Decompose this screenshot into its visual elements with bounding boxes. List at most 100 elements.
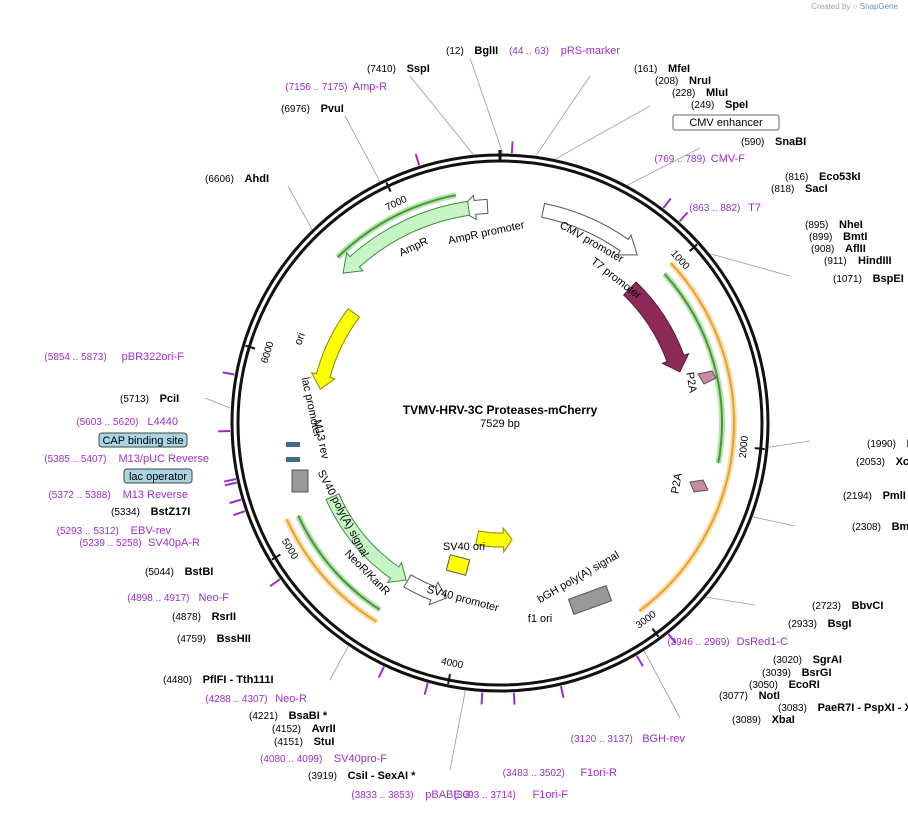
primer-name: Neo-R	[275, 693, 307, 705]
tick-6000	[245, 346, 255, 349]
tick-label-2000: 2000	[738, 435, 751, 459]
site-position: (1071)	[833, 274, 862, 285]
site-name: BsgI	[828, 618, 852, 630]
site-pmli[interactable]: (2194) PmlI	[843, 490, 906, 502]
primer-ebv-rev[interactable]: (5293 .. 5312)EBV-rev	[57, 525, 172, 537]
site-noti[interactable]: (3077)NotI	[719, 690, 780, 702]
site-saci[interactable]: (818) SacI	[771, 183, 828, 195]
primer-f1ori-r[interactable]: (3483 .. 3502)F1ori-R	[503, 767, 617, 779]
site-nhei[interactable]: (895)NheI	[805, 219, 863, 231]
primer-amp-r[interactable]: (7156 .. 7175)Amp-R	[285, 81, 387, 93]
site-position: (5334)	[111, 507, 140, 518]
tick-4000	[448, 674, 450, 684]
site-name: RsrII	[212, 611, 236, 623]
primer-pbr322ori-f[interactable]: (5854 .. 5873)pBR322ori-F	[44, 351, 184, 363]
leader-line	[536, 76, 590, 155]
site-pflfi-tth111i[interactable]: (4480)PflFI - Tth111I	[163, 674, 274, 686]
site-mfei[interactable]: (161)MfeI	[634, 63, 690, 75]
primer-t7[interactable]: (863 .. 882)T7	[689, 202, 761, 214]
primer-m13-reverse[interactable]: (5372 .. 5388)M13 Reverse	[48, 489, 188, 501]
primer-neo-r[interactable]: (4288 .. 4307)Neo-R	[205, 693, 307, 705]
site-bsshii[interactable]: (4759)BssHII	[177, 633, 251, 645]
site-position: (818)	[771, 184, 794, 195]
site-sgrai[interactable]: (3020)SgrAI	[773, 654, 842, 666]
site-bstz17i[interactable]: (5334)BstZ17I	[111, 506, 190, 518]
site-aflii[interactable]: (908)AflII	[811, 243, 866, 255]
site-position: (3077)	[719, 691, 748, 702]
site-snabi[interactable]: (590)SnaBI	[741, 136, 806, 148]
primer-bgh-rev[interactable]: (3120 .. 3137)BGH-rev	[571, 733, 686, 745]
site-position: (4878)	[172, 612, 201, 623]
primer-sv40pro-f[interactable]: (4080 .. 4099)SV40pro-F	[260, 753, 387, 765]
site-bspei[interactable]: (1071)BspEI	[833, 273, 904, 285]
ori-arrow[interactable]	[312, 309, 360, 389]
site-name: SspI	[407, 63, 430, 75]
site-pcii[interactable]: (5713)PciI	[120, 393, 179, 405]
feature-label-sv40ori: SV40 ori	[443, 541, 485, 553]
site-bglii[interactable]: (12)BglII	[446, 45, 498, 57]
primer-range: (863 .. 882)	[689, 203, 740, 214]
site-mlui[interactable]: (228)MluI	[672, 87, 728, 99]
site-bsabi-[interactable]: (4221)BsaBI *	[249, 710, 328, 722]
leader-line	[345, 116, 380, 181]
site-position: (7410)	[367, 64, 396, 75]
site-position: (590)	[741, 137, 764, 148]
site-paer7i-pspxi-xhoi[interactable]: (3083)PaeR7I - PspXI - XhoI	[778, 702, 908, 714]
primer-neo-f[interactable]: (4898 .. 4917)Neo-F	[127, 592, 229, 604]
site-bmti[interactable]: (899)BmtI	[809, 231, 867, 243]
site-bmgbi[interactable]: (2308)BmgBI	[852, 521, 908, 533]
lac-operator-box[interactable]: lac operator	[124, 469, 192, 483]
site-xcmi[interactable]: (2053)XcmI	[856, 456, 908, 468]
site-bbvci[interactable]: (2723)BbvCI	[812, 600, 883, 612]
primer-l4440[interactable]: (5603 .. 5620)L4440	[76, 416, 178, 428]
primer-sv40pa-r[interactable]: (5239 .. 5258)SV40pA-R	[79, 537, 200, 549]
site-name: BssHII	[217, 633, 251, 645]
site-ppumi-[interactable]: (1990)PpuMI *	[867, 438, 908, 450]
site-name: AvrII	[312, 723, 336, 735]
site-position: (249)	[691, 100, 714, 111]
primer-prs-marker[interactable]: (44 .. 63)pRS-marker	[509, 45, 620, 57]
primer-name: F1ori-R	[580, 767, 617, 779]
primer-range: (5854 .. 5873)	[44, 352, 106, 363]
site-spei[interactable]: (249)SpeI	[691, 99, 748, 111]
sv40-ori-block[interactable]	[446, 555, 469, 576]
site-pvui[interactable]: (6976)PvuI	[281, 103, 344, 115]
site-eco53ki[interactable]: (816)Eco53kI	[785, 171, 861, 183]
p2a-marker-1[interactable]	[698, 371, 716, 384]
site-name: SacI	[805, 183, 828, 195]
site-stui[interactable]: (4151)StuI	[274, 736, 334, 748]
site-nrui[interactable]: (208)NruI	[655, 75, 711, 87]
site-xbai[interactable]: (3089)XbaI	[732, 714, 795, 726]
sv40-polya-block[interactable]	[292, 470, 308, 492]
primer-name: Amp-R	[353, 81, 387, 93]
primer-dsred1-c[interactable]: (2946 .. 2969)DsRed1-C	[667, 636, 788, 648]
cmv-enhancer-box[interactable]: CMV enhancer	[673, 115, 779, 130]
site-name: PmlI	[883, 490, 906, 502]
primer-mark	[224, 479, 236, 481]
site-csii-sexai-[interactable]: (3919)CsiI - SexAI *	[308, 770, 416, 782]
cmv-enhancer-label: CMV enhancer	[689, 117, 763, 129]
site-hindiii[interactable]: (911)HindIII	[824, 255, 892, 267]
primer-cmv-f[interactable]: (769 .. 789)CMV-F	[654, 153, 745, 165]
feature-label-ampr_promoter: AmpR promoter	[447, 219, 526, 247]
site-name: BsaBI *	[289, 710, 328, 722]
cap-site-mark	[286, 442, 300, 447]
p2a-marker-2[interactable]	[690, 480, 708, 492]
site-rsrii[interactable]: (4878) RsrII	[172, 611, 236, 623]
site-bstbi[interactable]: (5044)BstBI	[145, 566, 213, 578]
site-name: AhdI	[245, 173, 269, 185]
site-name: AflII	[845, 243, 866, 255]
site-bsrgi[interactable]: (3039)BsrGI	[762, 667, 832, 679]
primer-f1ori-f[interactable]: (3693 .. 3714)F1ori-F	[454, 789, 569, 801]
site-ahdi[interactable]: (6606)AhdI	[205, 173, 269, 185]
site-bsgi[interactable]: (2933)BsgI	[788, 618, 851, 630]
primer-mark	[230, 500, 242, 503]
site-position: (2194)	[843, 491, 872, 502]
bgh-polya-block[interactable]	[568, 586, 611, 615]
cap-binding-site-box[interactable]: CAP binding site	[99, 433, 187, 447]
site-sspi[interactable]: (7410) SspI	[367, 63, 430, 75]
site-avrii[interactable]: (4152)AvrII	[272, 723, 336, 735]
site-position: (4480)	[163, 675, 192, 686]
primer-m13-puc-reverse[interactable]: (5385 .. 5407)M13/pUC Reverse	[44, 453, 209, 465]
primer-range: (2946 .. 2969)	[667, 637, 729, 648]
